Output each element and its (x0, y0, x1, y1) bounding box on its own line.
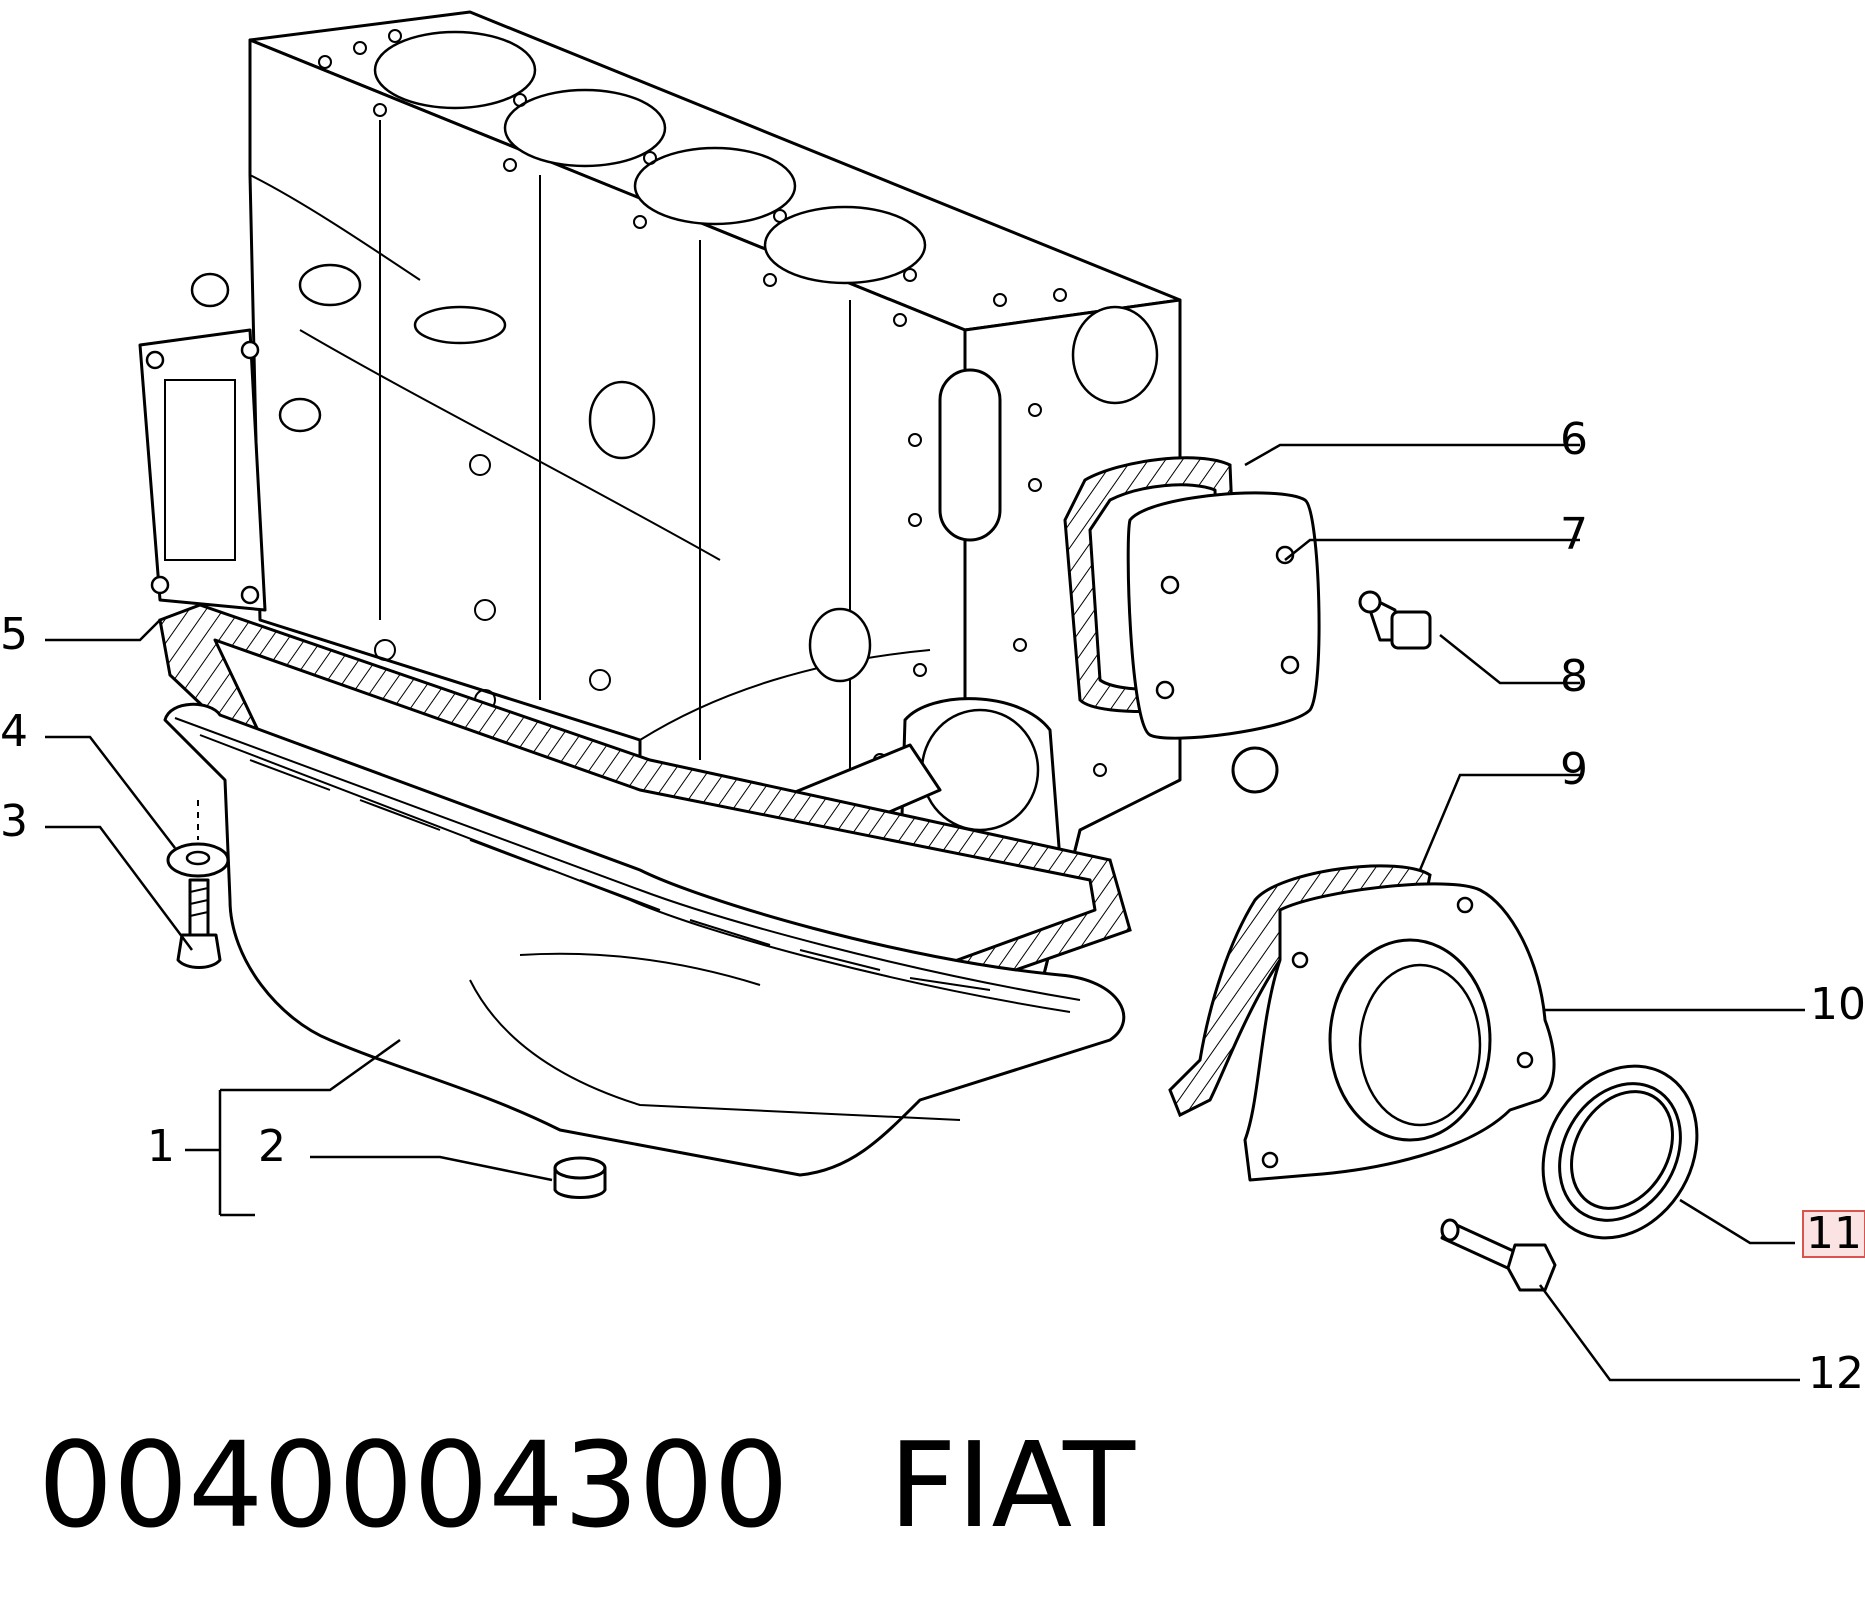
washer (166, 800, 230, 878)
callout-8[interactable]: 8 (1560, 651, 1588, 702)
brand-name: FIAT (888, 1416, 1136, 1554)
callout-6[interactable]: 6 (1560, 414, 1588, 465)
sump-bolt (176, 878, 222, 969)
callout-11[interactable]: 11 (1802, 1208, 1865, 1259)
callout-1[interactable]: 1 (147, 1121, 175, 1172)
callout-7[interactable]: 7 (1560, 509, 1588, 560)
callout-9[interactable]: 9 (1560, 744, 1588, 795)
callout-2[interactable]: 2 (258, 1121, 286, 1172)
callout-4[interactable]: 4 (0, 706, 28, 757)
oil-sump (163, 702, 1126, 1177)
oil-seal-ring (1541, 1064, 1699, 1240)
rear-seal-housing (1243, 882, 1556, 1182)
callout-10[interactable]: 10 (1810, 979, 1865, 1030)
callout-3[interactable]: 3 (0, 796, 28, 847)
callout-5[interactable]: 5 (0, 609, 28, 660)
drain-plug (553, 1156, 607, 1199)
housing-bolt (1440, 1218, 1557, 1292)
sensor (1358, 590, 1432, 650)
cover-plate (1126, 491, 1321, 740)
callout-12[interactable]: 12 (1808, 1348, 1864, 1399)
part-number: 0040004300 (38, 1416, 789, 1554)
leader-lines (45, 443, 1805, 1382)
